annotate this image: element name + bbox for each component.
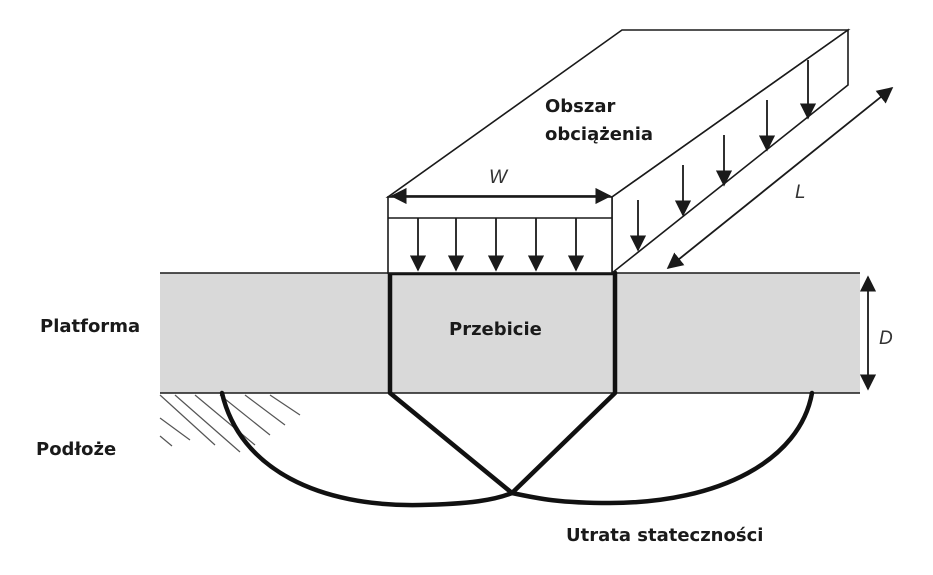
length-label: L xyxy=(795,182,806,203)
punching-zone xyxy=(387,270,618,496)
load-block xyxy=(385,28,851,275)
punching-label: Przebicie xyxy=(449,319,542,340)
length-dimension-arrow xyxy=(666,86,894,270)
load-area-label-line1: Obszar xyxy=(545,96,616,117)
failure-curve-right xyxy=(509,390,815,506)
platform-layer xyxy=(160,273,860,393)
subsoil-hatching xyxy=(159,394,301,453)
width-label: W xyxy=(489,167,509,188)
stability-loss-label: Utrata stateczności xyxy=(566,525,763,546)
failure-curve-left xyxy=(219,390,515,508)
subsoil-label: Podłoże xyxy=(36,439,116,460)
load-area-label-line2: obciążenia xyxy=(545,124,653,145)
front-load-arrows xyxy=(409,218,585,272)
depth-label: D xyxy=(879,328,893,349)
platform-label: Platforma xyxy=(40,316,140,337)
